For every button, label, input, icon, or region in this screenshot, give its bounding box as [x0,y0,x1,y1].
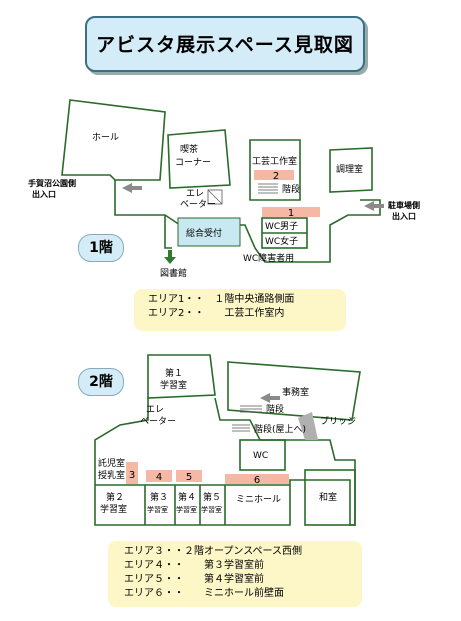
stairs2f-label: 階段 [266,403,284,415]
elev2f-label-2: ベーター [140,416,176,427]
floor2-notes: エリア３・・２階オープンスペース西側 エリア４・・ 第３学習室前 エリア５・・ … [108,541,362,607]
kissa-label-2: コーナー [175,157,211,168]
entrance-right-label-1: 駐車場側 [388,200,420,210]
study1-label-2: 学習室 [160,379,187,391]
study4-label-2: 学習室 [176,505,197,514]
note-area-3: エリア３・・２階オープンスペース西側 [124,546,302,557]
note-area-4: エリア４・・ 第３学習室前 [124,560,264,571]
area-6-marker [225,474,289,484]
stairs-1f [258,183,278,194]
washitsu-outline [304,469,356,526]
stairs1f-label: 階段 [282,183,300,195]
floor2-map [94,354,361,526]
chori-outline [329,147,373,193]
washitsu-label: 和室 [319,491,337,503]
kogei-outline [249,139,301,201]
study5-label-1: 第５ [203,491,221,503]
note-area-2: エリア2・・ 工芸工作室内 [148,308,285,319]
wc-male-label: WC男子 [265,221,298,232]
elev2f-label-1: エレ [146,405,164,415]
study1-outline [147,354,216,399]
elev1f-label-2: ベーター [180,199,216,210]
wc-handicap-label: WC障害者用 [243,252,294,264]
area-4-marker [146,470,172,482]
study2-label-2: 学習室 [100,503,127,515]
study5-label-2: 学習室 [201,505,222,514]
study2-label-1: 第２ [106,491,124,503]
floor1-badge: 1階 [78,234,124,262]
kissa-label-1: 喫茶 [180,143,198,155]
page-title: アビスタ展示スペース見取図 [96,34,354,56]
note-area-6: エリア６・・ ミニホール前壁面 [124,588,284,599]
library-label: 図書館 [160,267,187,279]
wc-female-label: WC女子 [265,235,298,247]
kogei-label: 工芸工作室 [252,155,297,167]
wc2f-outline [239,439,286,471]
area-1-label: 1 [288,208,294,219]
area-1-marker [262,207,320,217]
arrow-left-entrance-icon [122,183,142,193]
kissa-outline [167,129,231,189]
chori-label: 調理室 [336,163,363,175]
arrow-library-icon [164,250,176,264]
floor2-badge: 2階 [78,368,124,396]
hall-label: ホール [92,132,119,143]
elev1f-label-1: エレ [186,189,204,199]
floor1-map [61,99,381,263]
study3-label-2: 学習室 [147,505,168,514]
note-area-5: エリア５・・ 第４学習室前 [124,574,264,585]
area-5-label: 5 [186,472,192,483]
takuji-label-2: 授乳室 [98,469,125,481]
minihall-label: ミニホール [236,494,281,505]
office-label: 事務室 [282,386,309,398]
takuji-label-1: 託児室 [98,457,125,469]
entrance-left-label-2: 出入口 [32,189,56,199]
area-2-marker [254,170,294,180]
office-outline [227,361,361,421]
stairs-2f [232,405,262,432]
study4-label-1: 第４ [178,491,196,503]
arrow-stairs-2f-icon [260,393,280,403]
study3-label-1: 第３ [150,491,168,503]
entrance-right-label-2: 出入口 [392,211,416,221]
wc2f-label: WC [253,451,268,461]
area-4-label: 4 [156,472,162,483]
title-box: アビスタ展示スペース見取図 [85,16,365,72]
bridge-shape [298,412,318,440]
area-3-marker [126,462,138,484]
entrance-left-label-1: 手賀沼公園側 [28,178,76,188]
arrow-right-entrance-icon [364,201,384,211]
note-area-1: エリア1・・ １階中央通路側面 [148,294,295,305]
reception-label: 総合受付 [186,227,222,239]
area-5-marker [176,470,202,482]
bridge-label: ブリッジ [320,415,356,427]
study1-label-1: 第１ [165,367,183,379]
area-6-label: 6 [254,475,260,486]
area-3-label: 3 [129,470,135,481]
stairs-up-label: 階段(屋上へ) [254,423,306,435]
reception-area [177,217,241,247]
area-2-label: 2 [273,171,279,182]
floor1-notes: エリア1・・ １階中央通路側面 エリア2・・ 工芸工作室内 [134,289,346,331]
